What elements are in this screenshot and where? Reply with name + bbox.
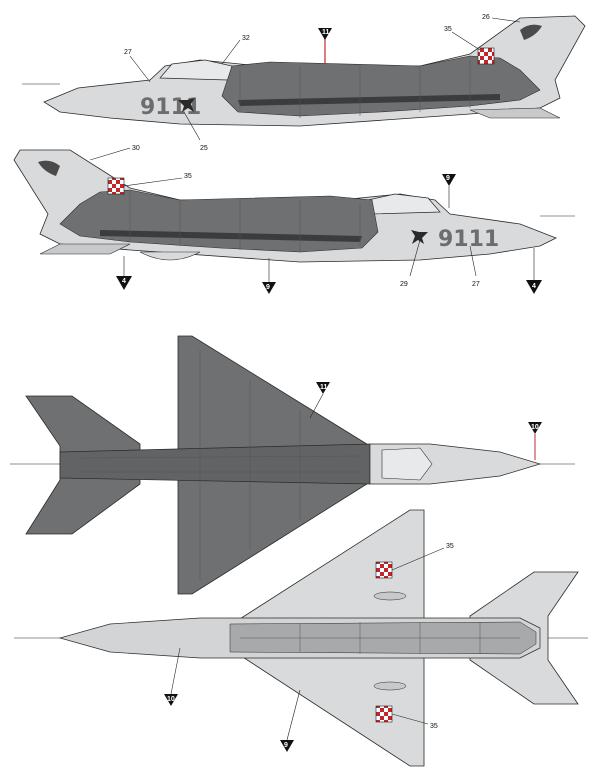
- canopy-port: [159, 59, 233, 81]
- svg-text:10: 10: [167, 696, 175, 703]
- marker-11-port: [318, 28, 332, 40]
- panel-lines-stbd: [129, 192, 361, 252]
- ventral-stripe-stbd: [100, 230, 362, 242]
- winged-emblem-icon: [178, 98, 195, 112]
- panel-lines-port: [239, 60, 471, 118]
- ventral-tank-stbd: [139, 251, 201, 261]
- callout-35-stbd: 35: [184, 173, 192, 180]
- svg-text:9: 9: [284, 742, 288, 749]
- marker-4-right-stbd: [526, 280, 542, 294]
- upper-surface-view: 11 10: [10, 335, 575, 595]
- callout-27-stbd: 27: [472, 281, 480, 288]
- starboard-side-view: 9111 30 35 29 27 4 9 9 4: [13, 145, 575, 294]
- callout-30-stbd: 30: [132, 145, 140, 152]
- callout-35-bottom-upper: 35: [446, 543, 454, 550]
- wing-tank-lower: [373, 681, 407, 691]
- lower-surface-view: 35 35 10 9: [14, 509, 588, 767]
- stabilizer-stbd: [39, 243, 131, 255]
- svg-text:4: 4: [122, 278, 126, 285]
- svg-text:10: 10: [531, 424, 539, 431]
- svg-text:9: 9: [266, 284, 270, 291]
- canopy-stbd: [367, 193, 441, 215]
- svg-text:11: 11: [320, 384, 328, 391]
- checkerboard-insignia-icon: [107, 177, 125, 195]
- checkerboard-insignia-icon: [375, 561, 393, 579]
- callout-35-bottom-lower: 35: [430, 723, 438, 730]
- svg-text:9: 9: [446, 175, 450, 182]
- port-side-view: 9111 27 32 26 35 25 11: [22, 14, 586, 152]
- marker-9-top-stbd: [442, 174, 456, 186]
- callout-35-port: 35: [444, 26, 452, 33]
- callout-32-port: 32: [242, 35, 250, 42]
- checkerboard-insignia-icon: [477, 47, 495, 65]
- tail-emblem-port: [520, 24, 542, 40]
- svg-text:11: 11: [322, 29, 330, 36]
- stabilizer-port: [469, 107, 561, 119]
- canopy-top: [381, 447, 433, 481]
- tail-emblem-stbd: [38, 160, 60, 176]
- callout-29-stbd: 29: [400, 281, 408, 288]
- winged-emblem-icon: [411, 230, 428, 244]
- marker-9-bottom: [280, 740, 294, 752]
- callout-25-port: 25: [200, 145, 208, 152]
- marker-9-bottom-stbd: [262, 282, 276, 294]
- callout-27-port: 27: [124, 49, 132, 56]
- marker-10-top: [528, 422, 542, 434]
- serial-stbd: 9111: [438, 227, 499, 252]
- checkerboard-insignia-icon: [375, 705, 393, 723]
- panel-lines-bottom: [240, 622, 520, 654]
- wing-tank-upper: [373, 591, 407, 601]
- marker-10-bottom: [164, 694, 178, 706]
- ventral-stripe-port: [238, 94, 500, 106]
- marker-11-top: [316, 382, 330, 394]
- panel-lines-top: [79, 350, 361, 580]
- svg-text:4: 4: [532, 283, 536, 290]
- marker-4-left-stbd: [116, 276, 132, 290]
- callout-26-port: 26: [482, 14, 490, 21]
